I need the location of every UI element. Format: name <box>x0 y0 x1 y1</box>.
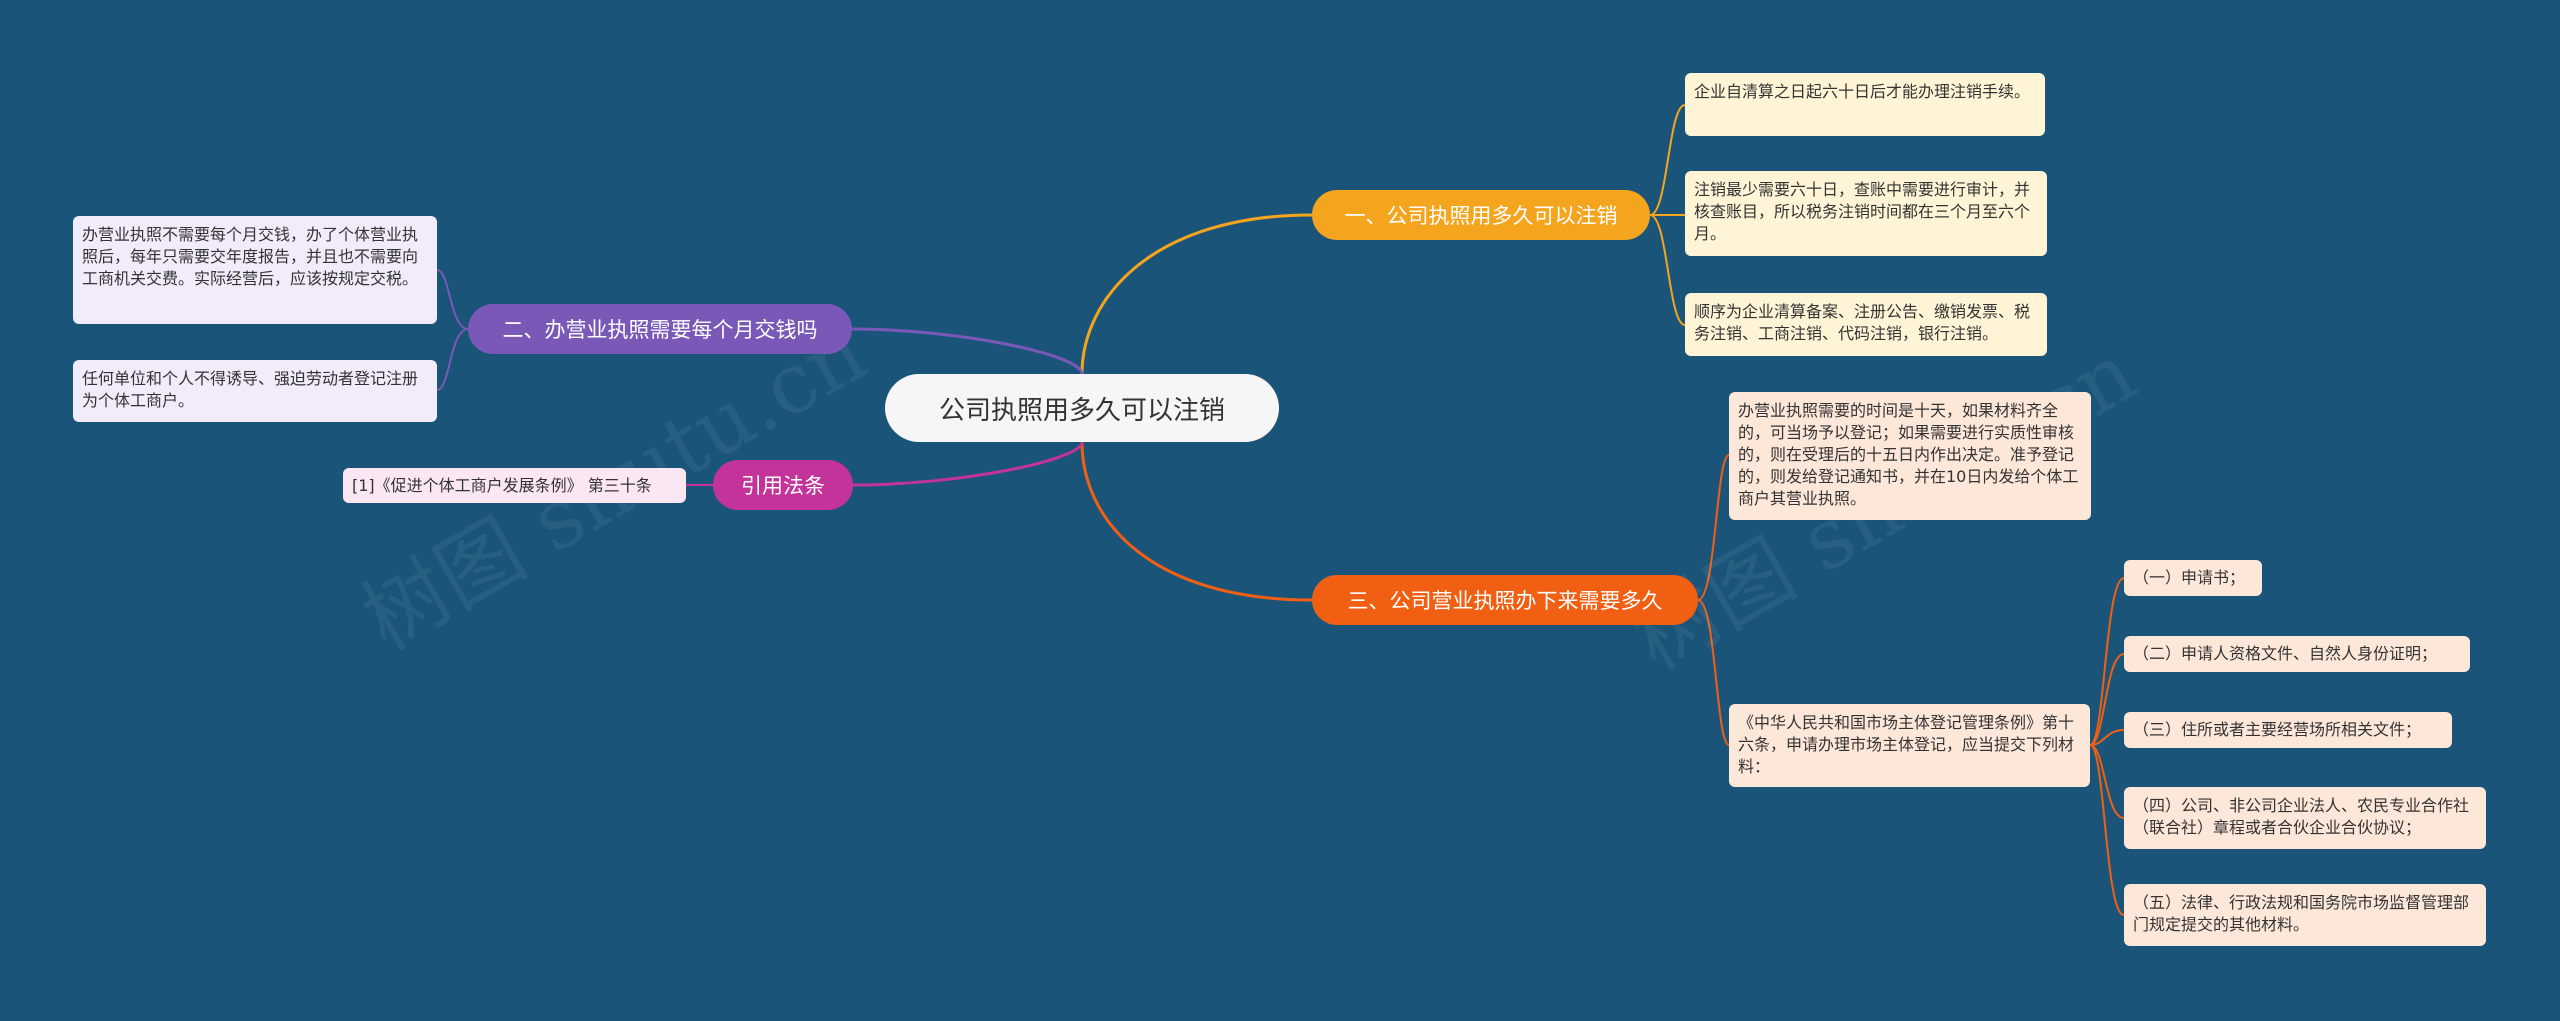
branch-4-topic[interactable]: 引用法条 <box>713 460 853 510</box>
link-b3-sub5 <box>2089 744 2125 916</box>
b3-subitem-4[interactable]: （四）公司、非公司企业法人、农民专业合作社（联合社）章程或者合伙企业合伙协议； <box>2124 787 2486 849</box>
link-b3-sub3 <box>2089 729 2125 746</box>
branch-3-topic[interactable]: 三、公司营业执照办下来需要多久 <box>1312 575 1698 625</box>
link-b3-leaf2 <box>1697 599 1730 746</box>
link-b2-leaf1 <box>436 269 469 330</box>
root-topic[interactable]: 公司执照用多久可以注销 <box>885 374 1279 442</box>
link-root-b2 <box>851 327 1084 375</box>
b3-subitem-2[interactable]: （二）申请人资格文件、自然人身份证明； <box>2124 636 2470 672</box>
link-b1-leaf3 <box>1649 214 1686 326</box>
b1-leaf-3[interactable]: 顺序为企业清算备案、注册公告、缴销发票、税务注销、工商注销、代码注销，银行注销。 <box>1685 293 2047 356</box>
branch-2-topic[interactable]: 二、办营业执照需要每个月交钱吗 <box>468 304 852 354</box>
link-b3-sub1 <box>2089 577 2125 746</box>
link-root-b4 <box>852 441 1084 487</box>
link-b3-sub2 <box>2089 653 2125 746</box>
link-b3-leaf1 <box>1697 454 1730 601</box>
b3-subitem-5[interactable]: （五）法律、行政法规和国务院市场监督管理部门规定提交的其他材料。 <box>2124 884 2486 946</box>
b1-leaf-1[interactable]: 企业自清算之日起六十日后才能办理注销手续。 <box>1685 73 2045 136</box>
link-b3-sub4 <box>2089 744 2125 819</box>
b3-leaf-1[interactable]: 办营业执照需要的时间是十天，如果材料齐全的，可当场予以登记；如果需要进行实质性审… <box>1729 392 2091 520</box>
b3-subitem-3[interactable]: （三）住所或者主要经营场所相关文件； <box>2124 712 2452 748</box>
link-b1-leaf1 <box>1649 104 1686 216</box>
branch-1-topic[interactable]: 一、公司执照用多久可以注销 <box>1312 190 1650 240</box>
b2-leaf-1[interactable]: 办营业执照不需要每个月交钱，办了个体营业执照后，每年只需要交年度报告，并且也不需… <box>73 216 437 324</box>
link-b2-leaf2 <box>436 328 469 391</box>
b4-leaf-1[interactable]: [1]《促进个体工商户发展条例》 第三十条 <box>343 468 686 503</box>
b2-leaf-2[interactable]: 任何单位和个人不得诱导、强迫劳动者登记注册为个体工商户。 <box>73 360 437 422</box>
link-root-b1 <box>1080 213 1313 375</box>
link-root-b3 <box>1080 441 1313 602</box>
b3-leaf-2[interactable]: 《中华人民共和国市场主体登记管理条例》第十六条，申请办理市场主体登记，应当提交下… <box>1729 704 2090 787</box>
b1-leaf-2[interactable]: 注销最少需要六十日，查账中需要进行审计，并核查账目，所以税务注销时间都在三个月至… <box>1685 171 2047 256</box>
b3-subitem-1[interactable]: （一）申请书； <box>2124 560 2262 596</box>
